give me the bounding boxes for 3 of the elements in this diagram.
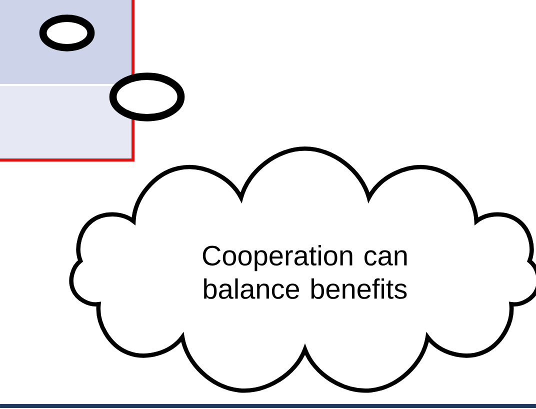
thought-bubble	[39, 14, 95, 52]
thought-bubble	[109, 72, 185, 122]
thought-cloud: Cooperation can balance benefits	[69, 146, 536, 393]
